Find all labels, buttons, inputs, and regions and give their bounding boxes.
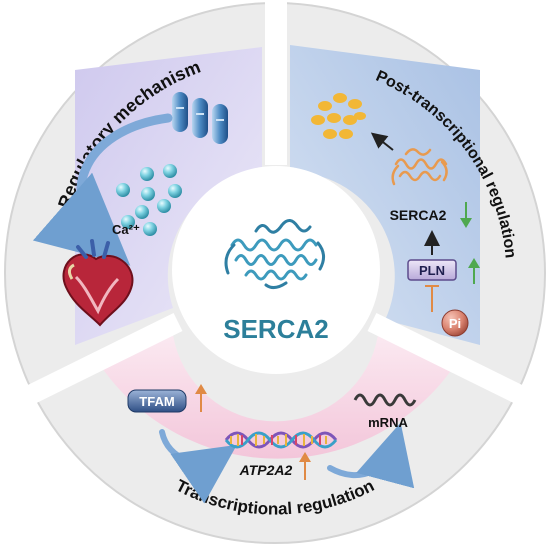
gene-to-mrna-arrow: [327, 422, 415, 489]
ion-channel-icon: [172, 92, 228, 144]
serca2-orange-protein-icon: [391, 148, 448, 186]
mrna-wave-icon: [353, 393, 417, 407]
heart-icon: [62, 239, 134, 327]
tfam-label: TFAM: [139, 394, 174, 409]
degradation-arrow: [370, 132, 394, 151]
center-title: SERCA2: [223, 314, 328, 344]
pln-up-arrow: [468, 258, 480, 284]
pln-box: [407, 259, 457, 281]
tfam-box: [127, 389, 187, 413]
tfam-to-gene-arrow: [159, 429, 237, 504]
gene-up-arrow: [299, 452, 311, 480]
degraded-fragments: [311, 93, 366, 139]
calcium-ions: [116, 164, 182, 236]
pln-label: PLN: [419, 263, 445, 278]
pi-inhibition-icon: [425, 285, 439, 312]
calcium-label: Ca²⁺: [112, 222, 140, 237]
tfam-up-arrow: [195, 384, 207, 412]
serca2-down-arrow: [460, 202, 472, 228]
left-curved-arrow: [32, 113, 173, 266]
center-circle: [172, 166, 380, 374]
gene-label: ATP2A2: [239, 462, 293, 478]
dna-helix-icon: [224, 431, 338, 449]
pi-circle: [441, 309, 469, 337]
pi-label: Pi: [449, 316, 461, 331]
mrna-label: mRNA: [368, 415, 408, 430]
serca2-protein-icon: [224, 219, 325, 290]
right-serca2-label: SERCA2: [390, 207, 447, 223]
